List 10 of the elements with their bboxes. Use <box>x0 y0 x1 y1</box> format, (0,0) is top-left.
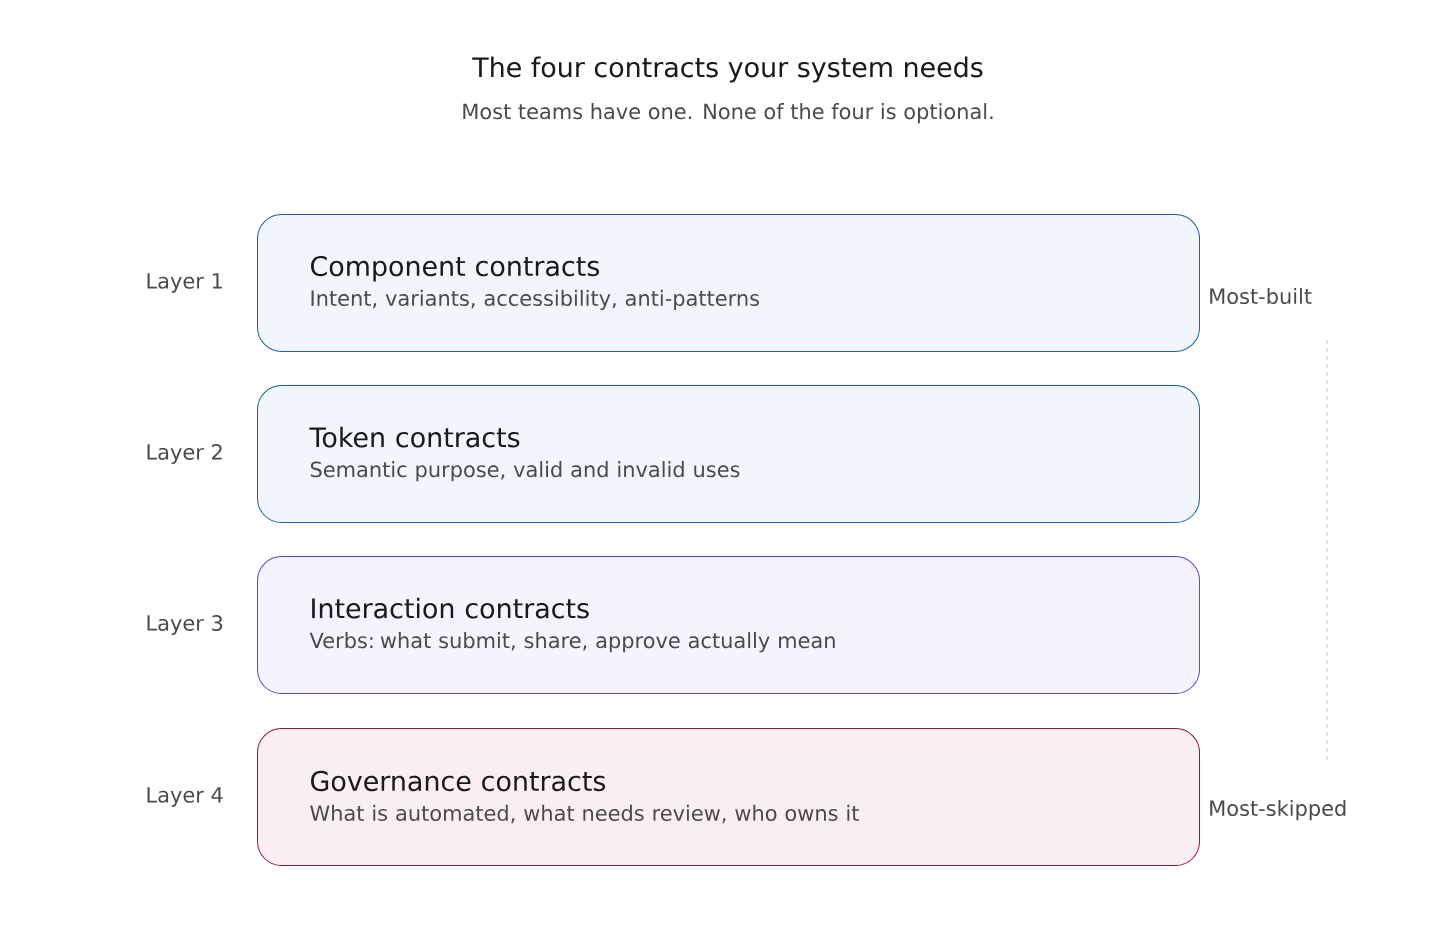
layer-label: Layer 3 <box>147 615 223 635</box>
layer-box: Interaction contracts Verbs: what submit, share, approve actually mean <box>257 556 1201 694</box>
layer-box: Token contracts Semantic purpose, valid and invalid uses <box>257 385 1201 523</box>
layer-label: Layer 4 <box>147 787 223 807</box>
layer-label: Layer 2 <box>147 444 222 464</box>
title: The four contracts your system needs <box>472 56 983 83</box>
layer-box: Component contracts Intent, variants, accessibility, anti-patterns <box>257 214 1201 352</box>
subtitle: Most teams have one. None of the four is optional. <box>463 103 993 124</box>
layer-label: Layer 1 <box>147 273 222 293</box>
layer-box: Governance contracts What is automated, what needs review, who owns it <box>257 728 1201 866</box>
